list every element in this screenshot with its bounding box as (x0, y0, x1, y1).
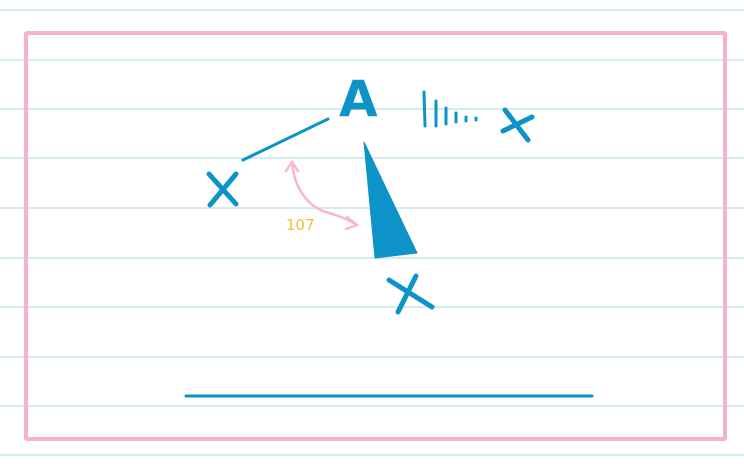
ray-line (241, 117, 330, 162)
wedge-triangle (363, 141, 418, 259)
cross-mark-bottom (386, 273, 435, 315)
cross-mark-left (206, 171, 239, 208)
point-a-label: A (339, 70, 378, 128)
angle-measure-label: 107 (286, 216, 315, 234)
diagram-card (24, 31, 727, 441)
cross-mark-right (500, 107, 535, 143)
angle-arc-arrow (284, 159, 360, 231)
hatch-marks (422, 90, 478, 128)
